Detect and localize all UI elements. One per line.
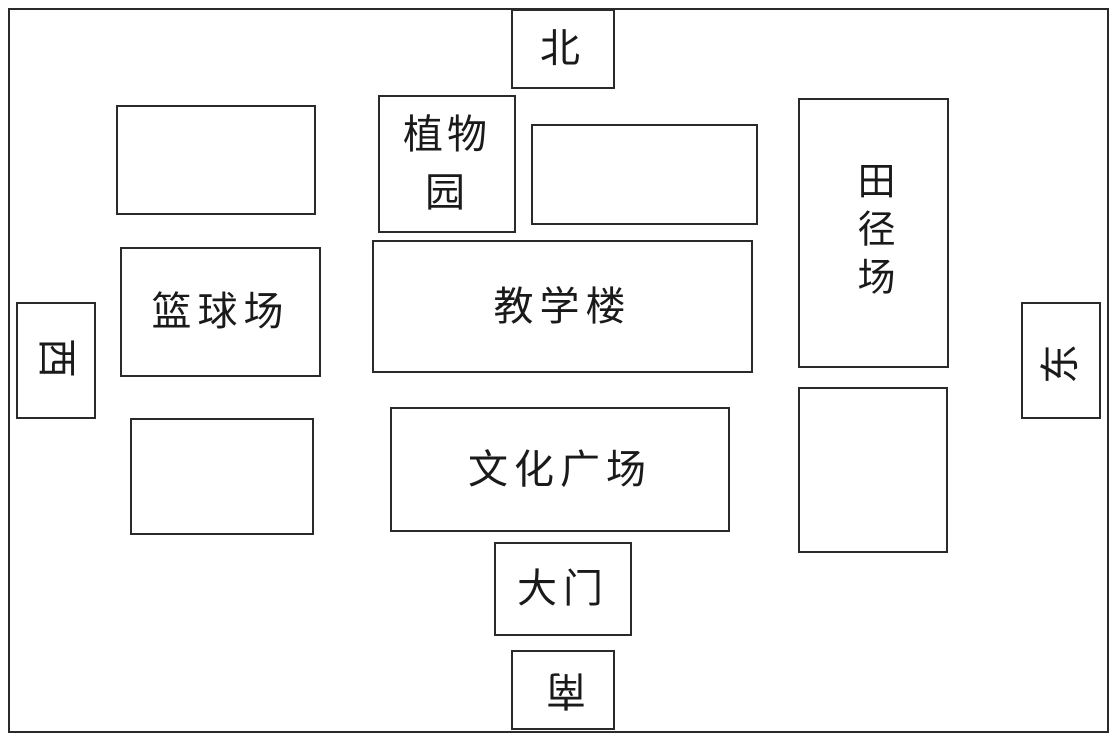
- teaching-building-label: 教学楼: [493, 283, 632, 330]
- direction-south: 南: [511, 650, 615, 730]
- culture-square-label: 文化广场: [468, 446, 652, 493]
- direction-west-label: 西: [33, 337, 79, 384]
- track-field: 田径场: [798, 98, 949, 368]
- blank-box-southwest: [130, 418, 314, 535]
- botanical-garden-label: 植物园: [403, 112, 491, 216]
- blank-box-north-center: [531, 124, 758, 225]
- main-gate: 大门: [494, 542, 632, 636]
- direction-east: 东: [1021, 302, 1101, 419]
- main-gate-label: 大门: [517, 566, 609, 612]
- direction-west: 西: [16, 302, 96, 419]
- culture-square: 文化广场: [390, 407, 730, 532]
- blank-box-northwest: [116, 105, 316, 215]
- botanical-garden: 植物园: [378, 95, 516, 233]
- direction-north: 北: [511, 9, 615, 89]
- blank-box-southeast: [798, 387, 948, 553]
- direction-east-label: 东: [1038, 337, 1084, 384]
- teaching-building: 教学楼: [372, 240, 753, 373]
- basketball-court: 篮球场: [120, 247, 321, 377]
- track-field-label: 田径场: [851, 161, 895, 305]
- direction-south-label: 南: [540, 667, 586, 713]
- basketball-court-label: 篮球场: [151, 289, 290, 335]
- direction-north-label: 北: [540, 26, 586, 72]
